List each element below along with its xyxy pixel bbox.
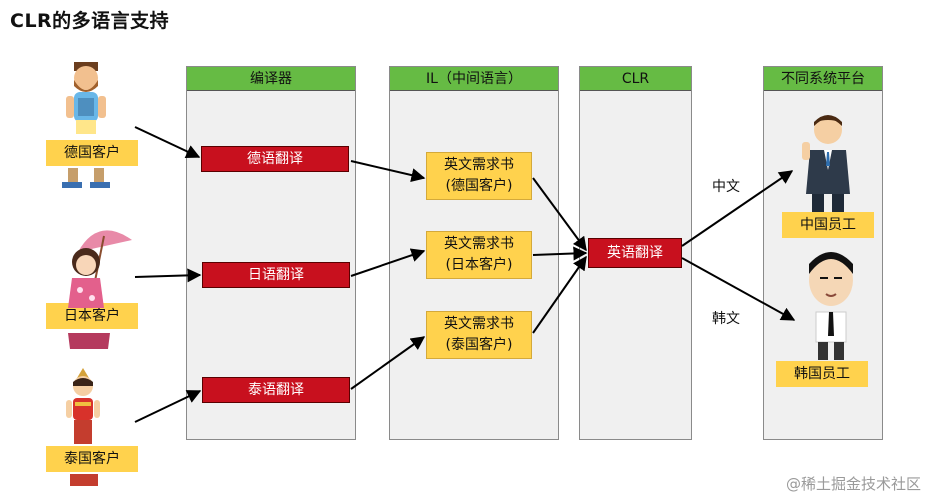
english-translation-box: 英语翻译: [588, 238, 682, 268]
korean-employee-figure-icon: [809, 252, 853, 360]
arrow-german-to-compiler: [134, 126, 201, 158]
il-box-thai-line2: (泰国客户): [445, 337, 513, 353]
korean-employee-label: 韩国员工: [776, 361, 868, 387]
japanese-customer-skirt-icon: [68, 333, 110, 349]
chinese-language-label: 中文: [712, 179, 740, 195]
il-box-thai: 英文需求书 (泰国客户): [426, 311, 532, 359]
il-box-japanese: 英文需求书 (日本客户): [426, 231, 532, 279]
german-customer-legs-icon: [62, 168, 110, 188]
arrow-thai-to-il: [350, 336, 426, 390]
clr-column-header: CLR: [580, 67, 691, 91]
german-customer-figure-icon: [66, 62, 106, 134]
korean-language-label: 韩文: [712, 311, 740, 327]
compiler-column-header: 编译器: [187, 67, 355, 91]
il-column-header: IL（中间语言）: [390, 67, 558, 91]
chinese-employee-figure-icon: [802, 115, 850, 212]
arrow-japanese-to-compiler: [134, 268, 202, 283]
arrow-il-japanese-to-clr: [532, 246, 588, 261]
il-box-thai-line1: 英文需求书: [444, 316, 514, 332]
thai-translation-box: 泰语翻译: [202, 377, 350, 403]
arrow-il-german-to-clr: [532, 177, 587, 252]
arrow-thai-to-compiler: [134, 390, 202, 423]
il-box-german-line1: 英文需求书: [444, 157, 514, 173]
thai-customer-figure-icon: [66, 368, 100, 444]
japanese-translation-box: 日语翻译: [202, 262, 350, 288]
arrow-japanese-to-il: [350, 248, 426, 277]
watermark: @稀土掘金技术社区: [785, 475, 921, 493]
thai-customer-label: 泰国客户: [46, 446, 138, 472]
chinese-employee-label: 中国员工: [782, 212, 874, 238]
il-box-japanese-line1: 英文需求书: [444, 236, 514, 252]
german-translation-box: 德语翻译: [201, 146, 349, 172]
arrow-clr-to-chinese: [681, 170, 794, 247]
arrow-german-to-il: [350, 160, 426, 182]
il-box-german: 英文需求书 (德国客户): [426, 152, 532, 200]
il-box-japanese-line2: (日本客户): [445, 257, 513, 273]
platforms-column-header: 不同系统平台: [764, 67, 882, 91]
arrow-clr-to-korean: [681, 257, 796, 321]
page-title: CLR的多语言支持: [10, 10, 170, 32]
thai-customer-skirt-icon: [70, 474, 98, 486]
arrow-il-thai-to-clr: [532, 255, 587, 334]
japanese-customer-figure-icon: [68, 230, 132, 308]
german-customer-label: 德国客户: [46, 140, 138, 166]
il-box-german-line2: (德国客户): [445, 178, 513, 194]
